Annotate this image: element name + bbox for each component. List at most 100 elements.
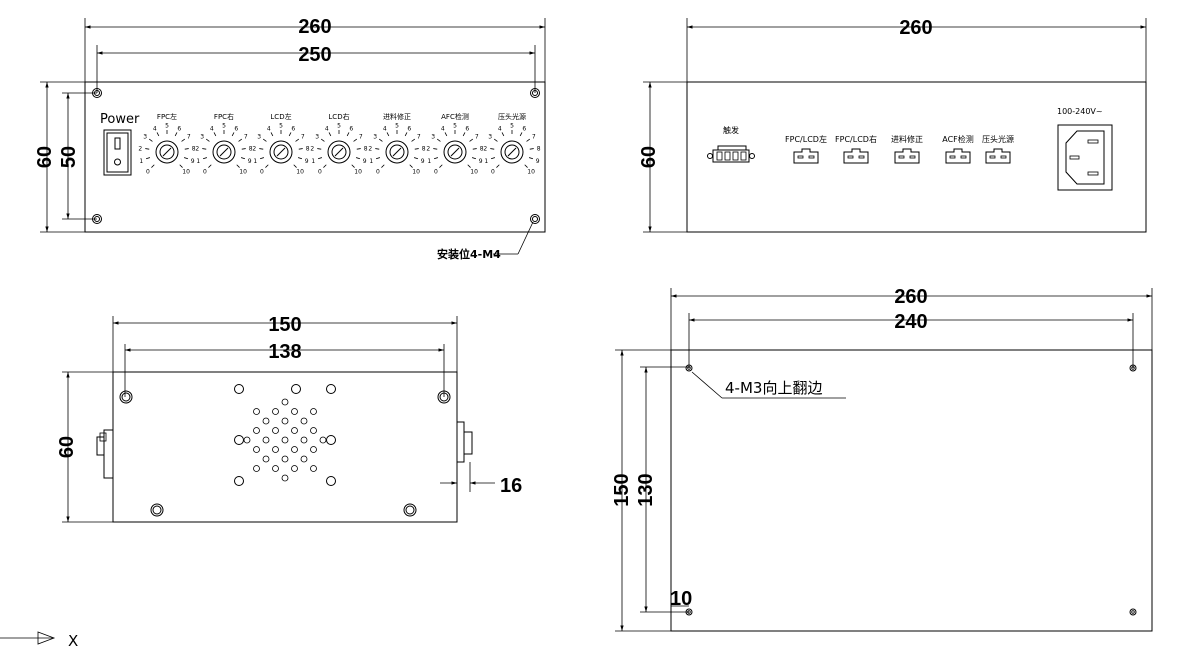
trigger-connector[interactable] bbox=[707, 145, 755, 163]
bottom-panel-outline bbox=[670, 349, 1153, 632]
bottom-dim-150: 150 bbox=[611, 349, 671, 632]
knob-scale-label: 10 bbox=[412, 169, 420, 176]
trigger-label: 触发 bbox=[723, 125, 739, 135]
vent-hole bbox=[291, 465, 298, 472]
power-label: Power bbox=[100, 112, 140, 127]
vent-hole bbox=[310, 427, 317, 434]
dim-label: 260 bbox=[894, 286, 927, 308]
bottom-holes bbox=[685, 364, 1137, 616]
knob-scale-label: 10 bbox=[182, 169, 190, 176]
port-label: 进料修正 bbox=[891, 134, 923, 144]
knob-scale-label: 6 bbox=[234, 125, 238, 132]
vent-hole bbox=[253, 465, 260, 472]
back-panel-outline bbox=[686, 81, 1147, 233]
side-switch bbox=[456, 421, 473, 463]
port-connector[interactable]: ACF检测 bbox=[942, 134, 974, 164]
knob-scale-label: 8 bbox=[480, 145, 484, 152]
port-connector[interactable]: 进料修正 bbox=[891, 134, 923, 164]
knob-label: LCD左 bbox=[270, 112, 291, 121]
vent-hole-large bbox=[291, 384, 301, 394]
vent-hole bbox=[272, 465, 279, 472]
knob-scale-label: 10 bbox=[354, 169, 362, 176]
vent-hole-large bbox=[326, 435, 336, 445]
dim-label: 250 bbox=[298, 44, 331, 66]
knob-scale-label: 4 bbox=[498, 125, 502, 132]
power-inlet[interactable] bbox=[1057, 124, 1113, 191]
vent-hole bbox=[310, 465, 317, 472]
knob-scale-label: 3 bbox=[431, 134, 435, 141]
axis-label: X bbox=[68, 632, 78, 650]
vent-hole bbox=[243, 436, 251, 444]
dim-label: 60 bbox=[56, 436, 78, 458]
dim-label: 150 bbox=[268, 314, 301, 336]
dim-label: 150 bbox=[611, 473, 633, 506]
knob-scale-label: 10 bbox=[296, 169, 304, 176]
knob-label: 进料修正 bbox=[383, 112, 411, 121]
port-connector[interactable]: FPC/LCD左 bbox=[785, 134, 827, 164]
vent-hole bbox=[281, 398, 289, 406]
vent-hole bbox=[300, 436, 308, 444]
knob-scale-label: 7 bbox=[244, 134, 248, 141]
knob-scale-label: 10 bbox=[527, 169, 535, 176]
knob-scale-label: 7 bbox=[187, 134, 191, 141]
knob-scale-label: 2 bbox=[195, 145, 199, 152]
knob-scale-label: 9 bbox=[305, 158, 309, 165]
knob-scale-label: 0 bbox=[318, 169, 322, 176]
side-dim-138: 138 bbox=[124, 341, 445, 397]
knob-scale-label: 1 bbox=[311, 158, 315, 165]
front-dim-50: 50 bbox=[58, 92, 97, 220]
dim-label: 16 bbox=[500, 475, 522, 497]
knob-scale-label: 8 bbox=[364, 145, 368, 152]
knob-scale-label: 10 bbox=[470, 169, 478, 176]
vent-hole bbox=[291, 427, 298, 434]
knob-scale-label: 3 bbox=[257, 134, 261, 141]
side-holes bbox=[119, 390, 451, 517]
dim-label: 260 bbox=[899, 17, 932, 39]
side-connector bbox=[96, 429, 114, 479]
knob-scale-label: 9 bbox=[536, 158, 540, 165]
vent-hole bbox=[253, 427, 260, 434]
vent-hole bbox=[310, 408, 317, 415]
side-view: 150 138 60 16 bbox=[56, 314, 522, 523]
knob-scale-label: 5 bbox=[453, 123, 457, 130]
dim-label: 240 bbox=[894, 311, 927, 333]
knob-scale-label: 8 bbox=[249, 145, 253, 152]
knob-scale-label: 9 bbox=[421, 158, 425, 165]
knob-label: LCD右 bbox=[328, 112, 349, 121]
port-connector[interactable]: FPC/LCD右 bbox=[835, 134, 877, 164]
bottom-dim-260: 260 bbox=[670, 286, 1153, 350]
vent-hole bbox=[310, 446, 317, 453]
knob-scale-label: 6 bbox=[407, 125, 411, 132]
vent-hole bbox=[281, 417, 289, 425]
front-dim-260: 260 bbox=[84, 16, 546, 82]
hole-note-leader: 4-M3向上翻边 bbox=[691, 371, 846, 399]
knob-label: FPC右 bbox=[214, 112, 234, 121]
vent-hole-large bbox=[234, 435, 244, 445]
port-label: FPC/LCD左 bbox=[785, 134, 827, 144]
hole-note: 4-M3向上翻边 bbox=[725, 379, 822, 397]
port-connector[interactable]: 压头光源 bbox=[982, 134, 1014, 164]
vent-hole bbox=[300, 417, 308, 425]
port-label: 压头光源 bbox=[982, 134, 1014, 144]
front-dim-60: 60 bbox=[34, 81, 85, 233]
knob-scale-label: 3 bbox=[488, 134, 492, 141]
vent-hole-large bbox=[326, 384, 336, 394]
knob-scale-label: 5 bbox=[337, 123, 341, 130]
vent-hole-large bbox=[234, 476, 244, 486]
knob-scale-label: 5 bbox=[395, 123, 399, 130]
power-inlet-label: 100-240V~ bbox=[1057, 107, 1103, 116]
back-dim-260: 260 bbox=[686, 17, 1147, 82]
port-label: ACF检测 bbox=[942, 134, 974, 144]
knob-scale-label: 9 bbox=[191, 158, 195, 165]
dim-label: 60 bbox=[34, 146, 56, 168]
knob-scale-label: 3 bbox=[200, 134, 204, 141]
power-switch[interactable] bbox=[103, 129, 132, 176]
